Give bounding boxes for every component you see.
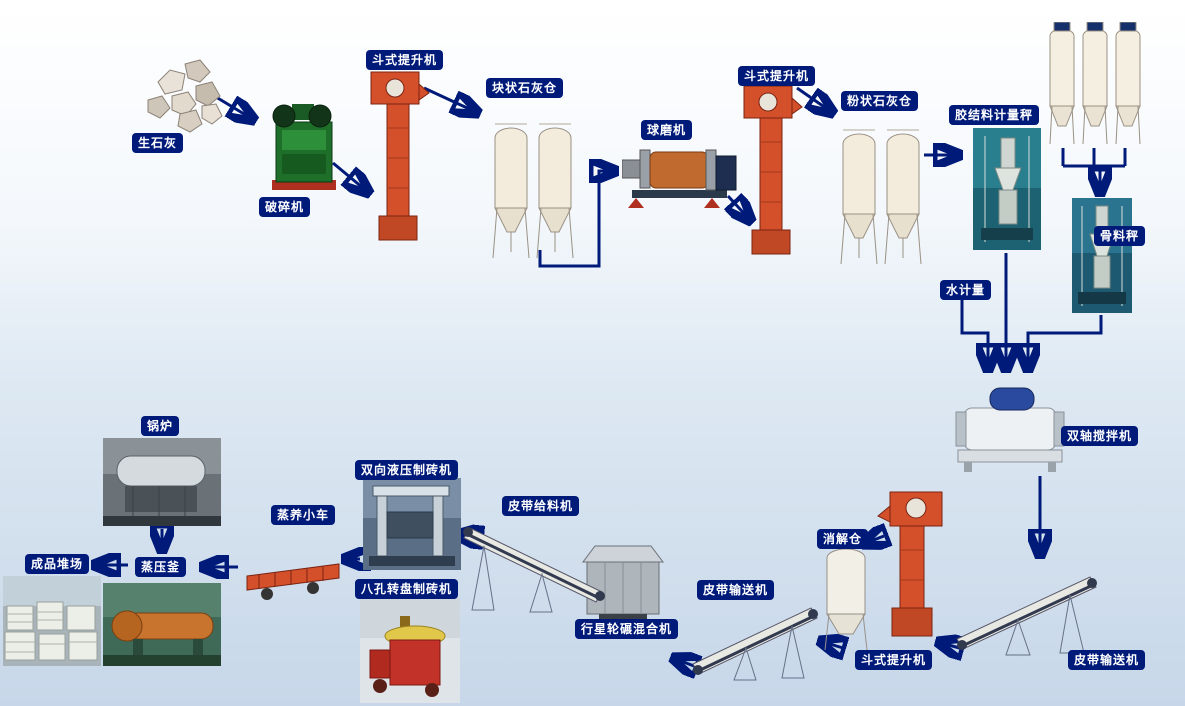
- storage-silos-image: [1048, 22, 1143, 152]
- belt-conveyor-right-image: [952, 565, 1102, 660]
- arrow-elevator1-lumpsilo: [423, 86, 478, 113]
- label-bucket-elevator-1: 斗式提升机: [366, 50, 444, 70]
- powder-lime-silo-image: [835, 118, 930, 268]
- label-bucket-elevator-3: 斗式提升机: [855, 650, 933, 670]
- arrow-crusher-elevator1: [332, 161, 369, 193]
- label-planetary-mixer: 行星轮碾混合机: [575, 619, 679, 639]
- label-aggregate-scale: 骨料秤: [1094, 226, 1146, 246]
- label-belt-conveyor-mid: 皮带输送机: [697, 580, 775, 600]
- digestion-silo-image: [813, 542, 878, 652]
- label-quicklime: 生石灰: [132, 133, 184, 153]
- quicklime-rocks-image: [140, 52, 230, 137]
- arrow-conveyor-planetary: [673, 658, 694, 666]
- crusher-image: [262, 92, 342, 197]
- product-yard-image: [3, 576, 101, 666]
- arrow-water-mixer: [960, 294, 988, 370]
- label-hydraulic-brick-machine: 双向液压制砖机: [355, 460, 459, 480]
- arrow-quicklime-crusher: [215, 95, 254, 120]
- label-crusher: 破碎机: [259, 197, 311, 217]
- label-powder-lime-silo: 粉状石灰仓: [841, 91, 919, 111]
- label-binder-metering-scale: 胶结料计量秤: [949, 105, 1040, 125]
- label-twin-shaft-mixer: 双轴搅拌机: [1061, 426, 1139, 446]
- label-belt-conveyor-right: 皮带输送机: [1068, 650, 1146, 670]
- aggregate-scale-image: [1072, 198, 1132, 313]
- binder-scale-image: [973, 128, 1041, 250]
- label-rotary-brick-machine: 八孔转盘制砖机: [355, 579, 459, 599]
- arrow-elevator2-powdersilo: [796, 86, 833, 113]
- label-product-yard: 成品堆场: [25, 554, 90, 574]
- label-steam-curing-cart: 蒸养小车: [271, 505, 336, 525]
- belt-conveyor-mid-image: [688, 598, 823, 683]
- hydraulic-brick-machine-image: [363, 478, 461, 570]
- label-autoclave: 蒸压釜: [135, 557, 187, 577]
- arrow-digestion-conveyor: [820, 641, 843, 648]
- label-boiler: 锅炉: [141, 416, 180, 436]
- label-belt-feeder: 皮带给料机: [502, 496, 580, 516]
- boiler-image: [103, 438, 221, 526]
- arrow-ballmill-elevator2: [728, 196, 751, 221]
- steam-cart-image: [243, 548, 343, 603]
- twin-shaft-mixer-image: [950, 378, 1070, 473]
- label-bucket-elevator-2: 斗式提升机: [738, 66, 816, 86]
- label-water-metering: 水计量: [940, 280, 992, 300]
- ball-mill-image: [622, 138, 737, 213]
- bucket-elevator-3-image: [872, 488, 947, 643]
- belt-feeder-image: [462, 512, 607, 617]
- lump-lime-silo-image: [487, 112, 582, 262]
- bucket-elevator-2-image: [738, 82, 803, 257]
- label-digestion-silo: 消解仓: [817, 529, 869, 549]
- label-ball-mill: 球磨机: [641, 120, 693, 140]
- autoclave-image: [103, 583, 221, 666]
- bucket-elevator-1-image: [365, 68, 430, 243]
- arrow-aggscale-mixer: [1028, 315, 1103, 370]
- rotary-brick-machine-image: [360, 598, 460, 703]
- label-lump-lime-silo: 块状石灰仓: [486, 78, 564, 98]
- arrow-lumpsilo-ballmill: [538, 171, 616, 268]
